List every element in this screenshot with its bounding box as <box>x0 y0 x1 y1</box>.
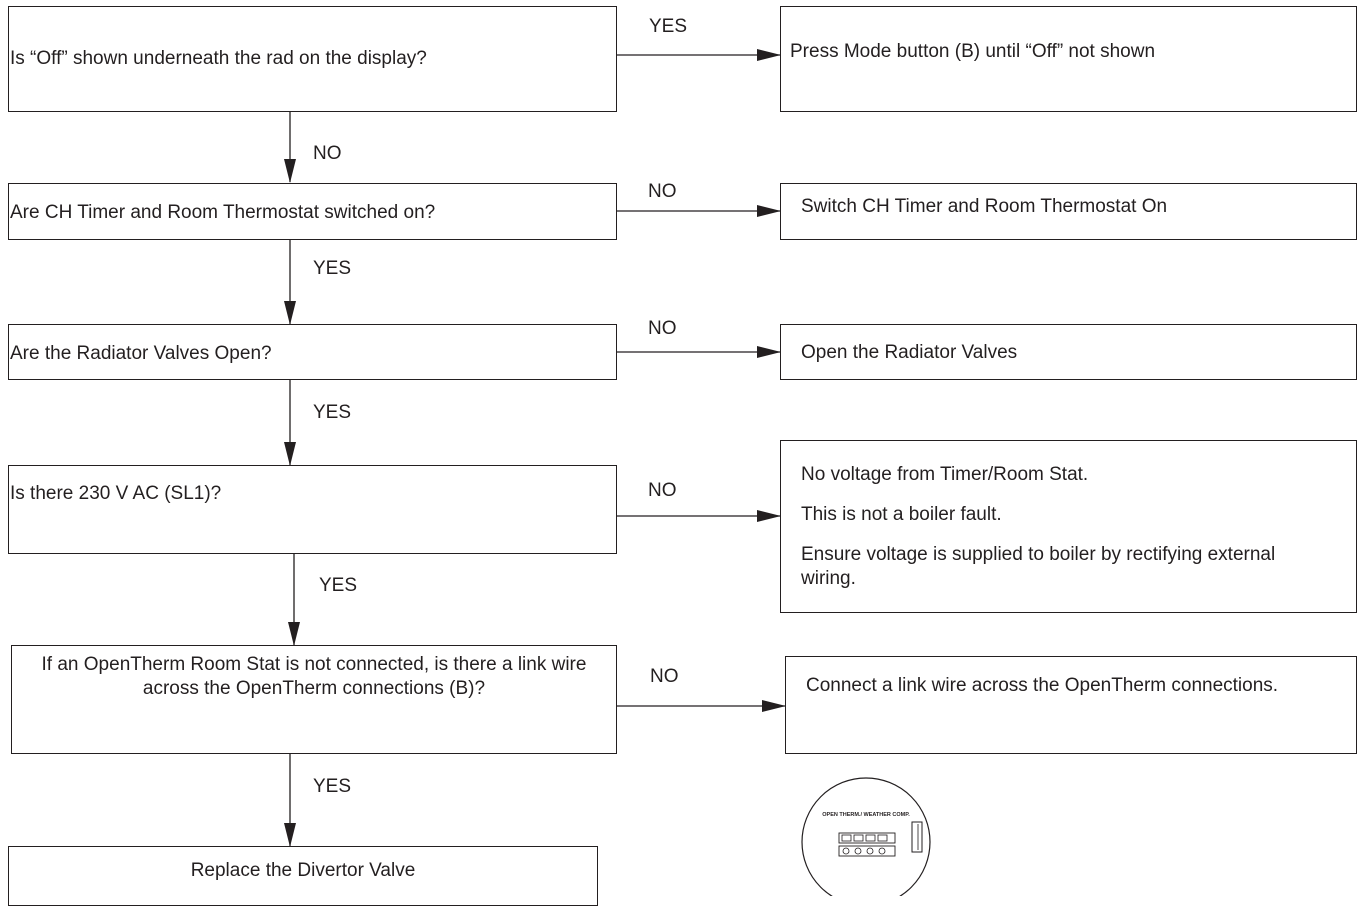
decision-off-shown-text: Is “Off” shown underneath the rad on the… <box>10 48 427 69</box>
action-connect-link-wire: Connect a link wire across the OpenTherm… <box>785 656 1357 754</box>
label-q4-yes: YES <box>319 575 358 596</box>
decision-link-wire-text: If an OpenTherm Room Stat is not connect… <box>41 654 587 699</box>
action-switch-timer-on-text: Switch CH Timer and Room Thermostat On <box>801 196 1168 217</box>
label-q1-yes: YES <box>649 16 688 37</box>
decision-off-shown: Is “Off” shown underneath the rad on the… <box>8 6 617 112</box>
label-q5-no: NO <box>650 666 679 687</box>
opentherm-connector-inset <box>801 777 931 896</box>
label-q1-no: NO <box>313 143 342 164</box>
action-no-voltage-line1: No voltage from Timer/Room Stat. <box>801 464 1089 485</box>
action-connect-link-wire-text: Connect a link wire across the OpenTherm… <box>806 675 1279 696</box>
decision-timer-thermostat: Are CH Timer and Room Thermostat switche… <box>8 183 617 240</box>
final-replace-divertor-text: Replace the Divertor Valve <box>190 860 416 881</box>
label-q5-yes: YES <box>313 776 352 797</box>
inset-caption: OPEN THERM./ WEATHER COMP. <box>822 812 910 818</box>
label-q2-yes: YES <box>313 258 352 279</box>
label-q3-no: NO <box>648 318 677 339</box>
decision-230v-text: Is there 230 V AC (SL1)? <box>10 483 222 504</box>
action-no-voltage-line3: Ensure voltage is supplied to boiler by … <box>801 544 1276 589</box>
action-no-voltage: No voltage from Timer/Room Stat. This is… <box>780 440 1357 613</box>
action-no-voltage-line2: This is not a boiler fault. <box>801 504 1002 525</box>
decision-radiator-valves: Are the Radiator Valves Open? <box>8 324 617 380</box>
action-open-valves-text: Open the Radiator Valves <box>801 342 1018 363</box>
label-q4-no: NO <box>648 480 677 501</box>
decision-timer-thermostat-text: Are CH Timer and Room Thermostat switche… <box>10 202 436 223</box>
action-switch-timer-on: Switch CH Timer and Room Thermostat On <box>780 183 1357 240</box>
decision-230v: Is there 230 V AC (SL1)? <box>8 465 617 554</box>
decision-radiator-valves-text: Are the Radiator Valves Open? <box>10 343 272 364</box>
label-q2-no: NO <box>648 181 677 202</box>
action-open-valves: Open the Radiator Valves <box>780 324 1357 380</box>
final-replace-divertor: Replace the Divertor Valve <box>8 846 598 906</box>
action-press-mode: Press Mode button (B) until “Off” not sh… <box>780 6 1357 112</box>
action-press-mode-text: Press Mode button (B) until “Off” not sh… <box>790 41 1156 62</box>
decision-link-wire: If an OpenTherm Room Stat is not connect… <box>11 645 617 754</box>
label-q3-yes: YES <box>313 402 352 423</box>
